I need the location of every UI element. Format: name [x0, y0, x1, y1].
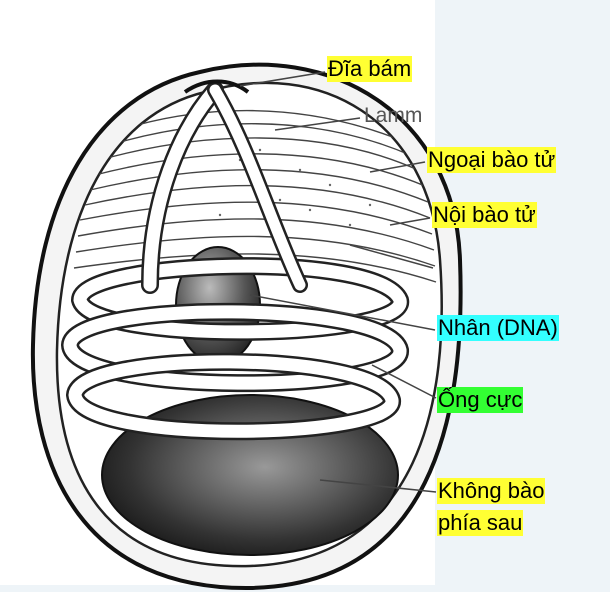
polar-tube [60, 81, 409, 441]
leader-lines [239, 71, 437, 493]
bottom-strip [0, 585, 610, 592]
label-vacuole-line1: Không bào [437, 478, 546, 504]
label-nucleus: Nhân (DNA) [437, 315, 559, 341]
label-vacuole-line2: phía sau [437, 510, 524, 536]
polaroplast-lamellae [73, 109, 437, 283]
anchor-disc [183, 79, 250, 94]
label-lamellar: Lamm [364, 104, 423, 127]
label-exospore: Ngoại bào tử [427, 147, 557, 173]
label-anchor-disc: Đĩa bám [327, 56, 413, 82]
label-polar-tube: Ống cực [437, 387, 524, 413]
label-endospore: Nội bào tử [432, 202, 537, 228]
